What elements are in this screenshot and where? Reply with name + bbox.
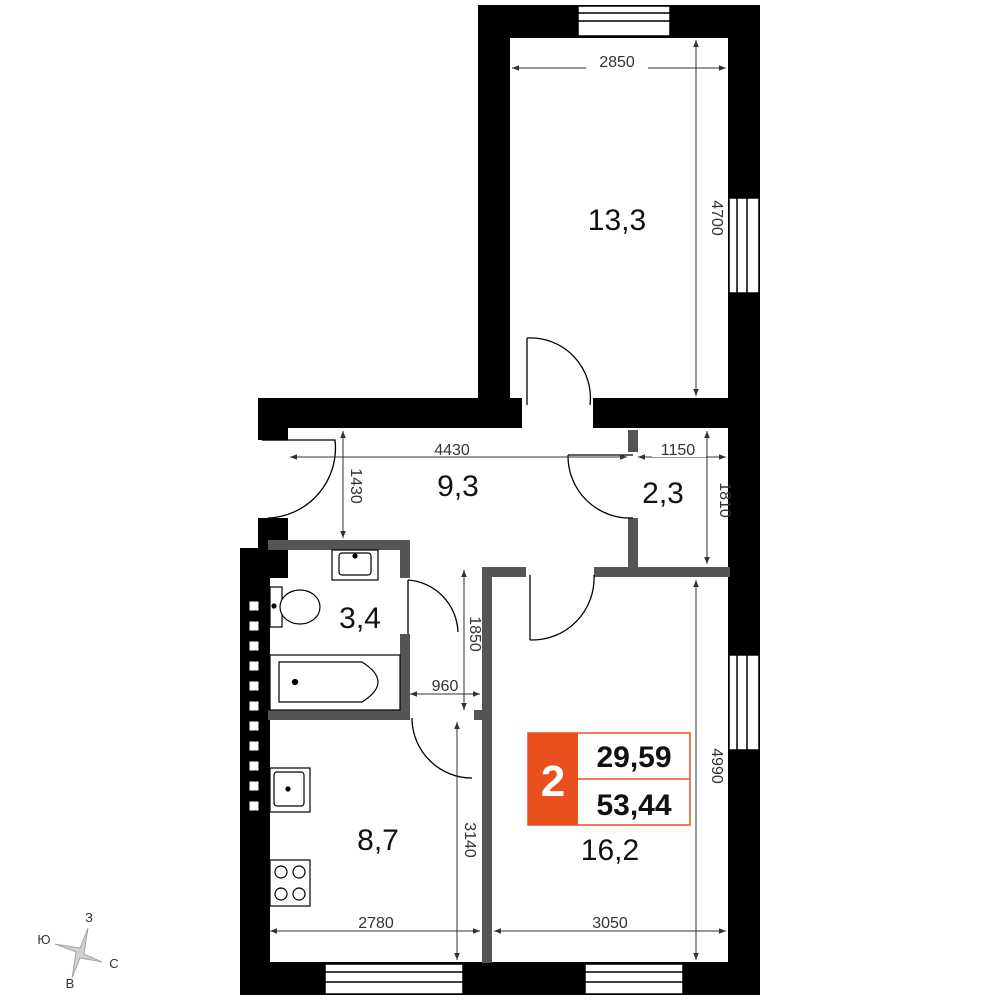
dim-bedroom-length: 4700 xyxy=(708,200,725,236)
compass-east: С xyxy=(109,956,118,971)
compass-north: З xyxy=(85,910,93,925)
bathroom-area: 3,4 xyxy=(339,602,381,635)
stove-icon xyxy=(269,859,311,907)
dim-hall-width: 4430 xyxy=(434,442,470,459)
compass-icon: З С В Ю xyxy=(37,910,118,991)
hall-area: 9,3 xyxy=(437,470,479,503)
dim-kitchen-width: 2780 xyxy=(358,915,394,932)
dim-corridor-width: 960 xyxy=(432,678,459,695)
window-icon xyxy=(324,5,760,995)
storage-area: 2,3 xyxy=(642,477,684,510)
partitions xyxy=(268,430,730,963)
bedroom-area: 13,3 xyxy=(588,204,646,237)
bathtub-icon xyxy=(269,654,401,711)
toilet-icon xyxy=(269,586,321,628)
dim-bathroom-depth: 1850 xyxy=(466,616,483,652)
dim-living-width: 3050 xyxy=(592,915,628,932)
room-count: 2 xyxy=(541,757,565,806)
compass-west: Ю xyxy=(37,932,50,947)
dim-kitchen-length: 3140 xyxy=(461,822,478,858)
kitchen-sink-icon xyxy=(269,767,311,813)
sink-icon xyxy=(331,549,379,581)
left-wall-vents xyxy=(248,600,260,812)
dim-storage-width: 1150 xyxy=(661,442,696,459)
total-area: 53,44 xyxy=(596,789,671,822)
living-area-total: 29,59 xyxy=(596,741,671,774)
dim-hall-depth: 1430 xyxy=(347,468,364,504)
dim-storage-depth: 1810 xyxy=(716,482,733,518)
living-room-area: 16,2 xyxy=(581,834,639,867)
apartment-badge: 2 29,59 53,44 xyxy=(527,732,691,826)
compass-south: В xyxy=(66,976,75,991)
dimension-lines xyxy=(270,40,726,960)
dim-bedroom-width: 2850 xyxy=(599,54,635,71)
kitchen-area: 8,7 xyxy=(357,824,399,857)
dim-living-length: 4990 xyxy=(708,748,725,784)
